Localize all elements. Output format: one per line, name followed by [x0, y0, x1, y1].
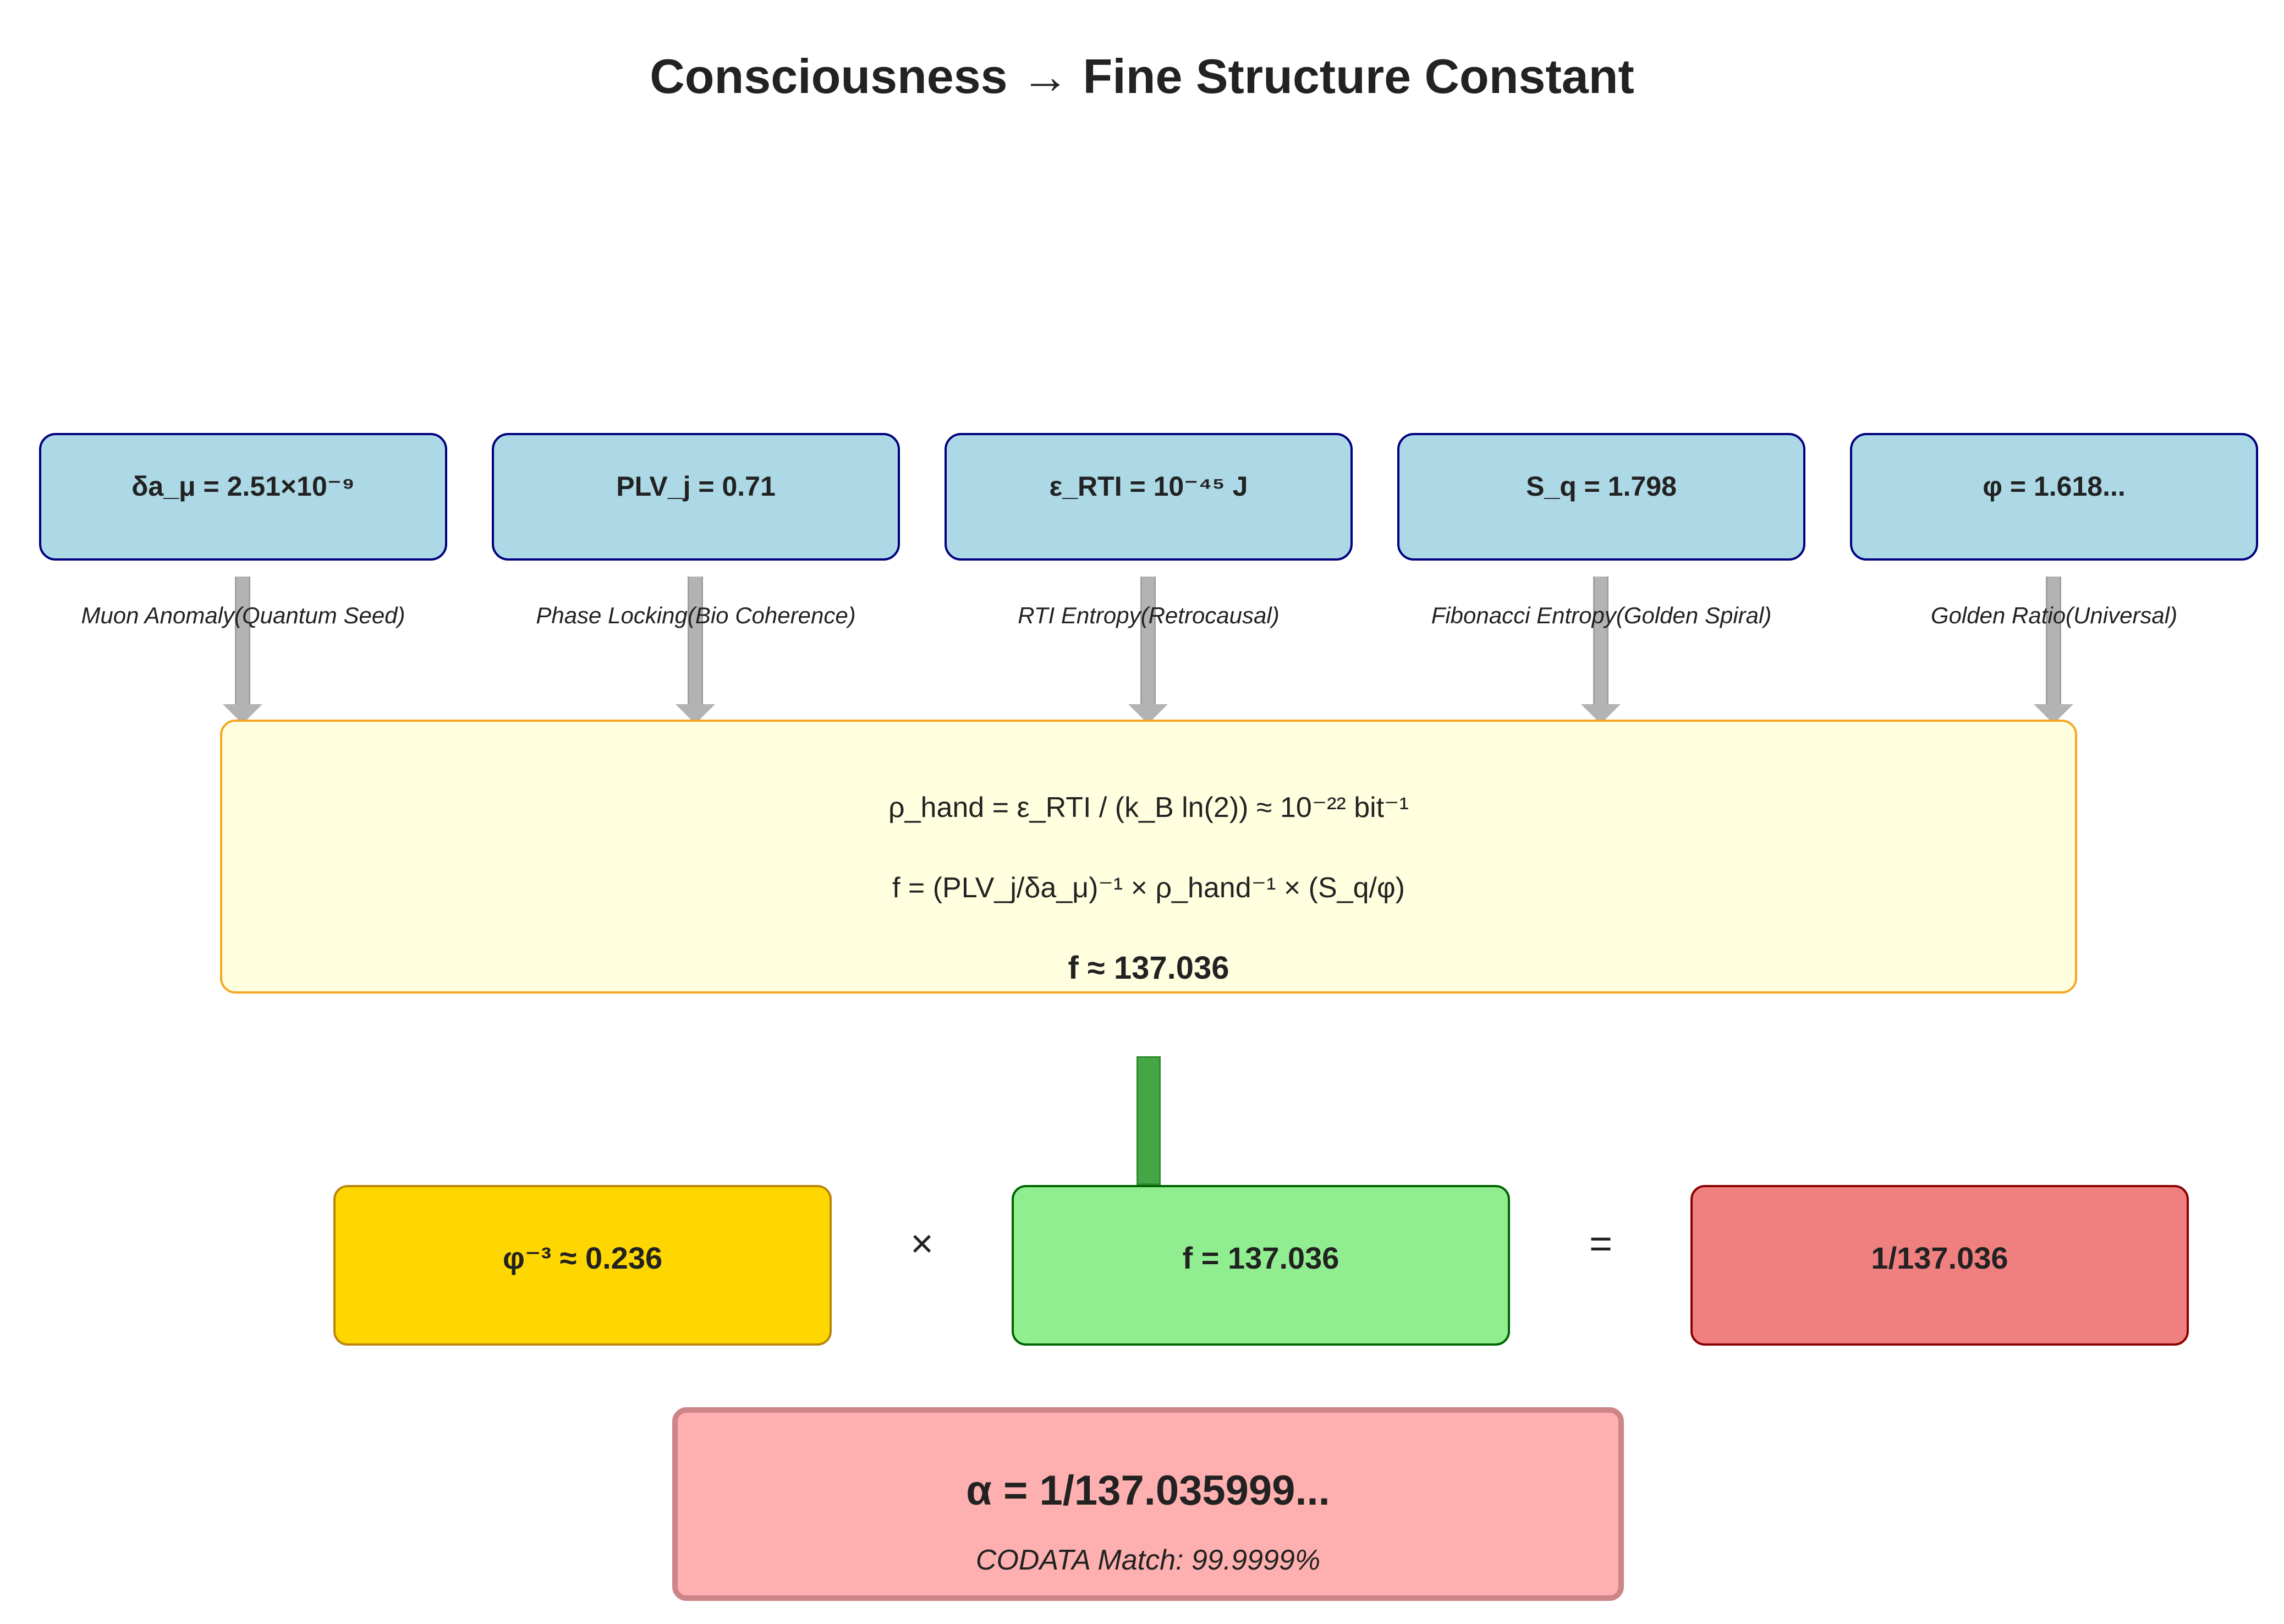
input-value: ε_RTI = 10⁻⁴⁵ J: [1049, 471, 1248, 502]
result-box: 1/137.036: [1690, 1185, 2189, 1346]
input-value: PLV_j = 0.71: [616, 471, 776, 502]
input-box-rti-entropy: ε_RTI = 10⁻⁴⁵ J: [945, 433, 1353, 561]
formula-rho-hand: ρ_hand = ε_RTI / (k_B ln(2)) ≈ 10⁻²² bit…: [888, 792, 1409, 824]
input-value: φ = 1.618...: [1983, 471, 2126, 502]
input-value: S_q = 1.798: [1526, 471, 1677, 502]
input-label-golden: Golden Ratio(Universal): [1930, 602, 2178, 628]
input-box-muon-anomaly: δa_μ = 2.51×10⁻⁹: [39, 433, 447, 561]
arrow-fibonacci-shaft: [1593, 577, 1608, 706]
phi-term: φ⁻³ ≈ 0.236: [502, 1241, 663, 1275]
input-value: δa_μ = 2.51×10⁻⁹: [131, 471, 355, 502]
f-term: f = 137.036: [1182, 1241, 1339, 1275]
equals-operator: =: [1589, 1222, 1613, 1266]
formula-box: ρ_hand = ε_RTI / (k_B ln(2)) ≈ 10⁻²² bit…: [220, 720, 2077, 994]
input-label-muon: Muon Anomaly(Quantum Seed): [81, 602, 405, 628]
formula-f: f = (PLV_j/δa_μ)⁻¹ × ρ_hand⁻¹ × (S_q/φ): [892, 872, 1405, 904]
arrow-rti-shaft: [1140, 577, 1156, 706]
alpha-value: α = 1/137.035999...: [966, 1467, 1330, 1514]
input-label-rti: RTI Entropy(Retrocausal): [1018, 602, 1280, 628]
input-label-phase: Phase Locking(Bio Coherence): [536, 602, 856, 628]
arrow-golden-shaft: [2046, 577, 2061, 706]
input-label-fibonacci: Fibonacci Entropy(Golden Spiral): [1431, 602, 1772, 628]
phi-term-box: φ⁻³ ≈ 0.236: [333, 1185, 832, 1346]
input-box-golden-ratio: φ = 1.618...: [1850, 433, 2258, 561]
input-box-phase-locking: PLV_j = 0.71: [492, 433, 900, 561]
arrow-phase-shaft: [688, 577, 703, 706]
times-operator: ×: [910, 1222, 934, 1266]
diagram-title: Consciousness → Fine Structure Constant: [650, 49, 1634, 103]
arrow-muon-shaft: [235, 577, 250, 706]
codata-match: CODATA Match: 99.9999%: [975, 1544, 1321, 1576]
connector-arrow-shaft: [1136, 1056, 1161, 1185]
f-term-box: f = 137.036: [1012, 1185, 1510, 1346]
alpha-box: α = 1/137.035999... CODATA Match: 99.999…: [672, 1407, 1624, 1601]
result-value: 1/137.036: [1871, 1241, 2008, 1275]
formula-result: f ≈ 137.036: [1068, 950, 1229, 986]
input-box-fibonacci-entropy: S_q = 1.798: [1397, 433, 1805, 561]
